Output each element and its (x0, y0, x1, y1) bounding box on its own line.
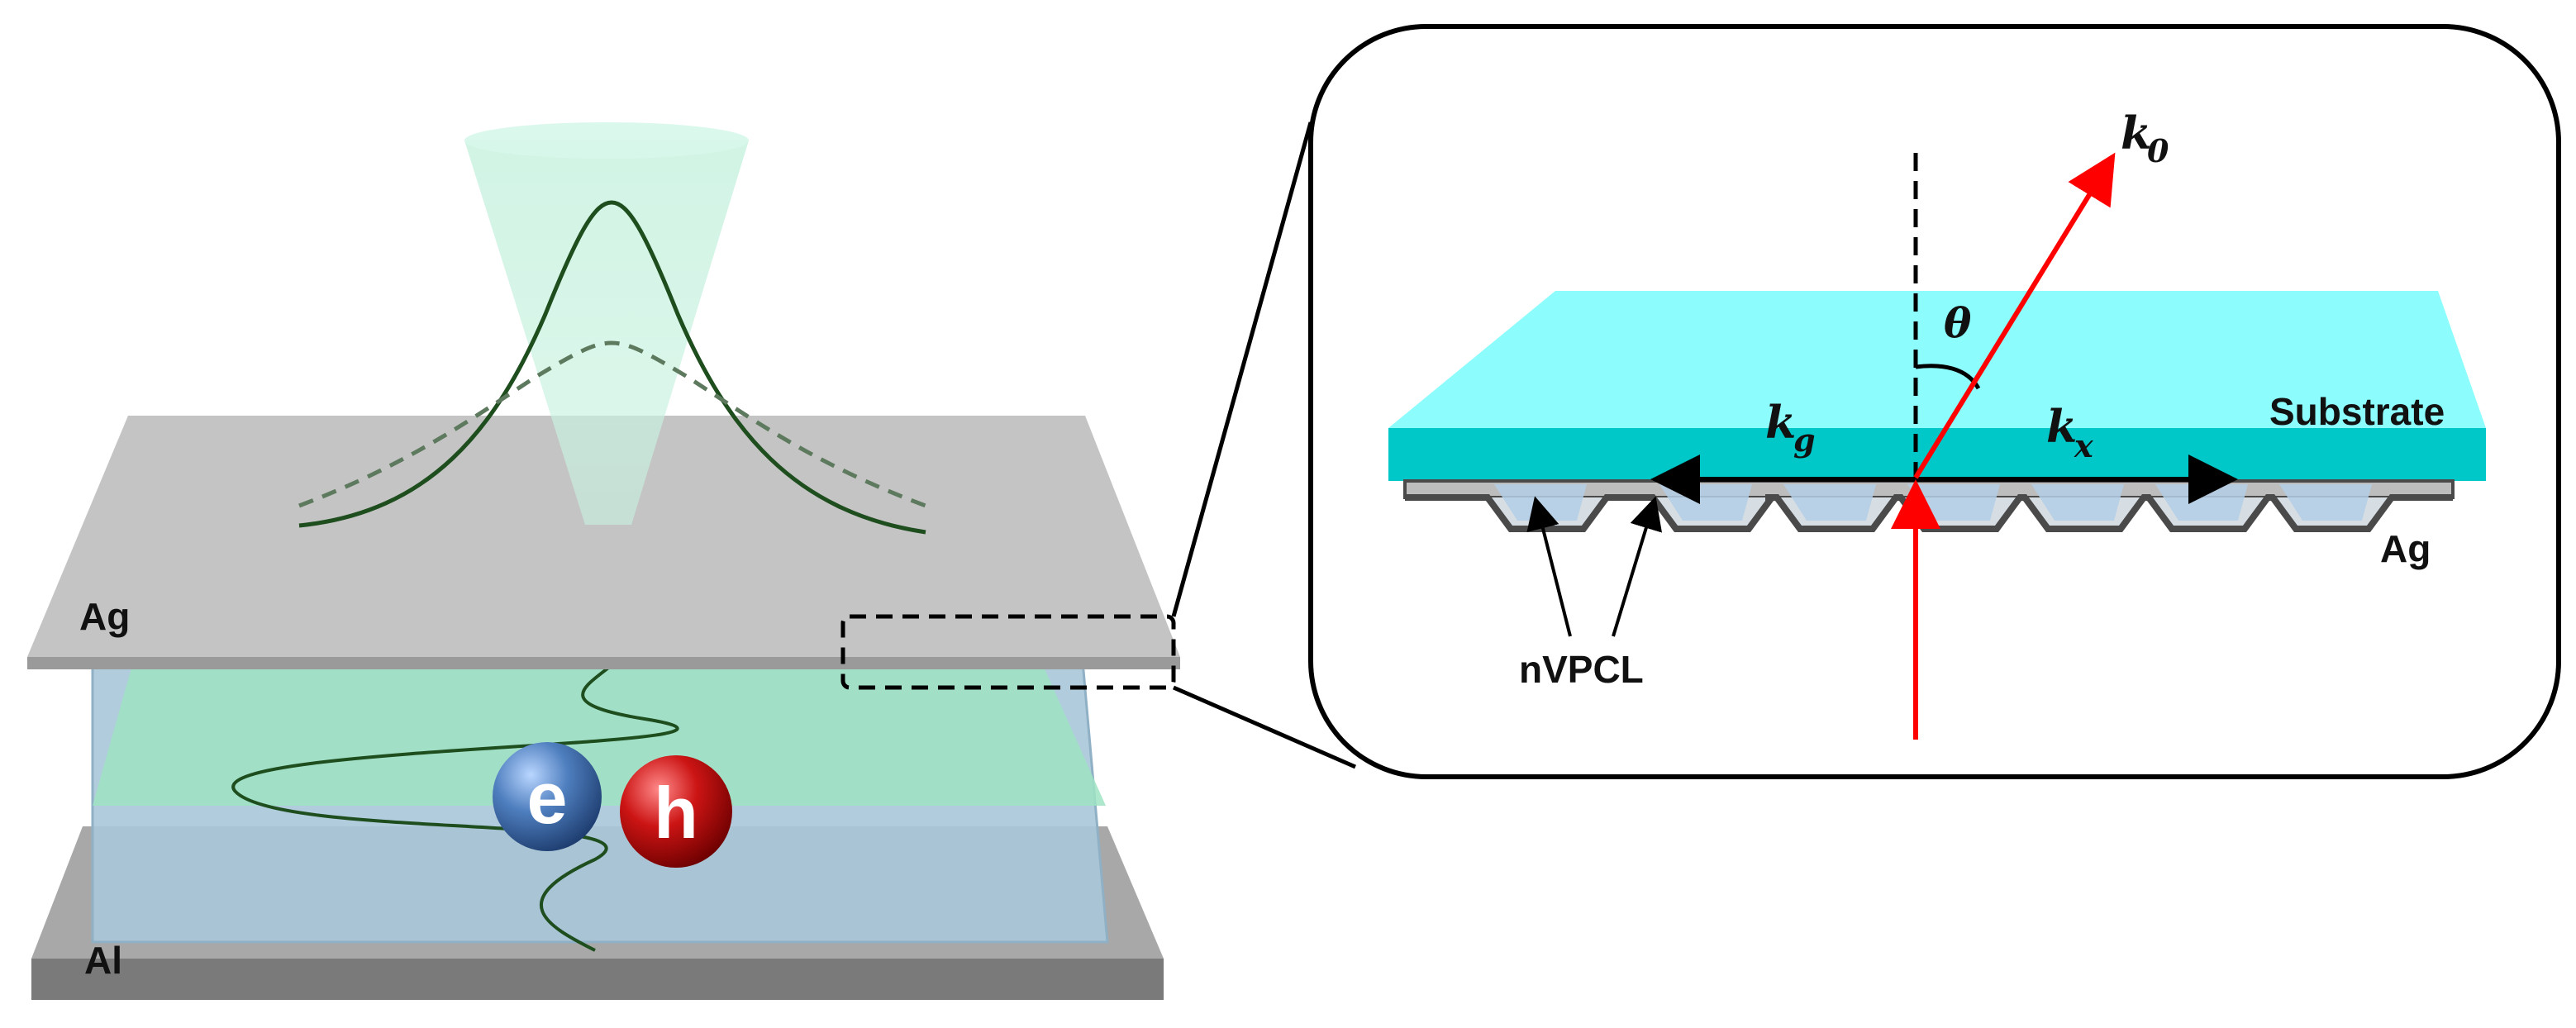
zoom-line-top (1171, 121, 1313, 617)
svg-text:k: k (2046, 400, 2077, 453)
zoom-line-bottom (1173, 685, 1356, 769)
substrate-slab (1388, 291, 2486, 481)
nvpcl-pointer-1 (1526, 496, 1572, 637)
emitter-layer (93, 665, 1106, 806)
svg-text:h: h (654, 772, 698, 854)
emission-cone (464, 122, 749, 525)
k0-label: k 0 (2121, 107, 2169, 169)
ag-label-left: Ag (79, 595, 130, 638)
kx-label: k x (2046, 400, 2094, 464)
svg-text:g: g (1793, 421, 1816, 459)
cavity-mode-curve (231, 592, 679, 952)
al-label-left: Al (84, 939, 122, 982)
svg-text:0: 0 (2147, 132, 2169, 169)
hole-icon: h (620, 755, 732, 868)
ag-plate (27, 416, 1180, 669)
nvpcl-pointer-2 (1612, 496, 1662, 637)
zoom-box (840, 614, 1176, 690)
svg-text:e: e (527, 757, 568, 839)
theta-label: θ (1944, 298, 1972, 347)
kg-label: k g (1765, 396, 1816, 459)
svg-text:k: k (2121, 107, 2151, 159)
electron-icon: e (493, 742, 602, 851)
emitted-ray-k0 (1913, 152, 2116, 479)
svg-text:k: k (1765, 396, 1796, 449)
nvpcl-label: nVPCL (1519, 648, 1644, 691)
narrow-emission-profile (298, 200, 926, 535)
substrate-label: Substrate (2269, 390, 2445, 433)
svg-text:x: x (2074, 427, 2094, 464)
ag-grating (1403, 479, 2455, 532)
ag-label-right: Ag (2380, 527, 2431, 570)
broad-emission-profile (298, 340, 926, 508)
